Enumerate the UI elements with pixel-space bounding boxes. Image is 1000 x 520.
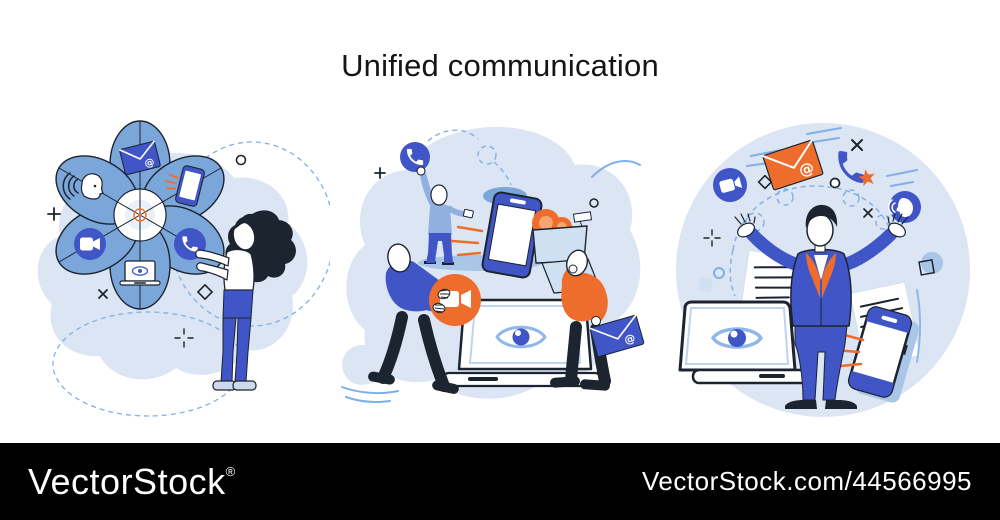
woman-arm [195, 249, 230, 267]
watermark-bar: VectorStock® VectorStock.com/44566995 [0, 443, 1000, 520]
dashed-path [427, 129, 512, 186]
figure-woman [195, 210, 296, 391]
voice-chat-icon [62, 172, 104, 200]
holding-hands [432, 288, 451, 314]
woman-arm [196, 262, 229, 281]
brand-text: VectorStock [28, 460, 226, 502]
phone-star-icon [838, 150, 875, 187]
video-camera-icon [429, 274, 481, 326]
video-call-icon [74, 228, 106, 260]
pants [794, 325, 848, 401]
illustration-channel-juggler: @ [676, 123, 970, 417]
hair [805, 204, 838, 228]
smartphone-icon [164, 165, 205, 207]
image-title: Unified communication [341, 48, 659, 83]
speed-lines [450, 225, 484, 257]
laptop-eye [441, 298, 603, 388]
laptop-eye-icon [119, 260, 161, 286]
lapel [822, 253, 836, 298]
email-icon: @ [119, 140, 161, 176]
circle-decoration [589, 198, 599, 208]
phone-call-icon [400, 142, 430, 172]
voice-chat-icon [887, 191, 921, 223]
lapel [806, 253, 820, 298]
laptop-eye [678, 300, 813, 385]
smartphone [833, 306, 920, 403]
illustration-flower-hub: @ [37, 120, 330, 417]
watermark-url: VectorStock.com/44566995 [642, 466, 972, 496]
shoe [785, 400, 817, 409]
figure-video-call-man [368, 243, 459, 394]
decorations [47, 154, 247, 348]
woman-pants [220, 289, 254, 383]
watermark-brand: VectorStock® [28, 461, 236, 503]
woman-shoe [232, 380, 257, 391]
figure-presenter [416, 166, 474, 265]
camera-icon [713, 168, 747, 202]
plus-decoration [374, 167, 386, 179]
hand [734, 213, 756, 238]
arms [745, 227, 898, 271]
shape-decorations [697, 252, 943, 293]
shoe [825, 400, 857, 409]
target-icon [133, 208, 147, 222]
registered-mark: ® [225, 463, 236, 479]
svg-text:@: @ [623, 331, 637, 347]
swoosh-lines [341, 160, 641, 403]
hand [887, 213, 909, 238]
svg-text:@: @ [796, 158, 816, 180]
dashed-juggle-path [729, 185, 894, 297]
illustration-team-devices: @ [341, 126, 645, 403]
decorations [703, 139, 873, 247]
svg-text:@: @ [143, 157, 155, 170]
email-icon: @ [762, 139, 824, 191]
figure-businessman [734, 204, 909, 409]
email-icon: @ [589, 314, 645, 358]
